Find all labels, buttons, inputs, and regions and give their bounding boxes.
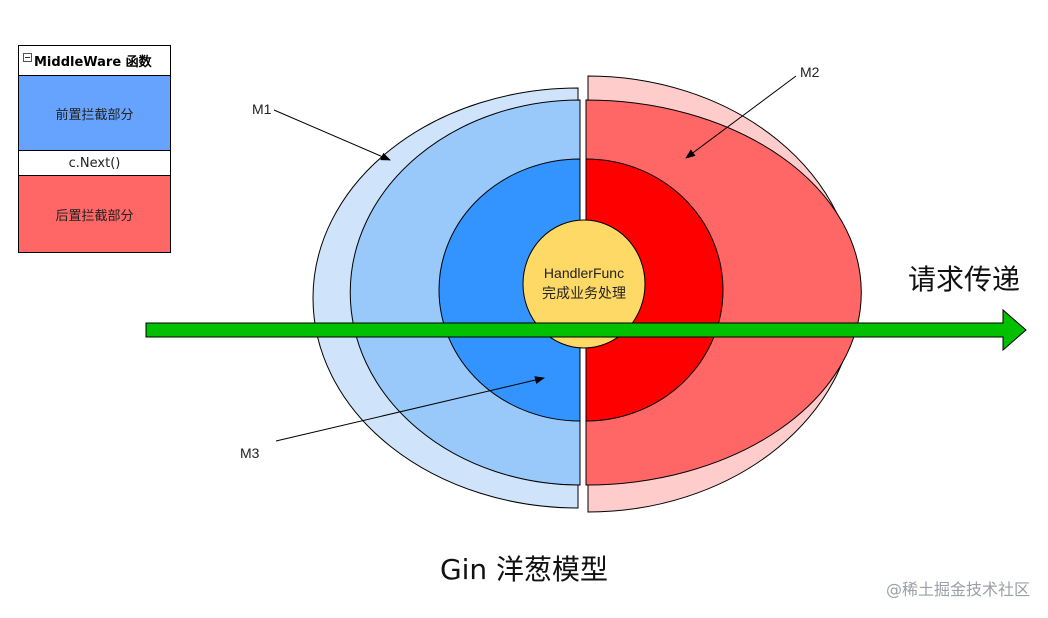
core-label-line2: 完成业务处理 bbox=[542, 286, 626, 302]
legend-row-post-intercept: 后置拦截部分 bbox=[19, 176, 170, 252]
m3-label: M3 bbox=[240, 445, 260, 461]
handler-func-core bbox=[522, 219, 646, 349]
legend-header: MiddleWare 函数 bbox=[19, 46, 170, 76]
m1-pointer-arrow bbox=[273, 109, 391, 161]
middleware-legend: MiddleWare 函数 前置拦截部分 c.Next() 后置拦截部分 bbox=[18, 45, 171, 253]
legend-row-label: 前置拦截部分 bbox=[55, 107, 134, 123]
legend-row-pre-intercept: 前置拦截部分 bbox=[19, 76, 170, 151]
legend-row-label: c.Next() bbox=[68, 155, 121, 171]
collapse-icon[interactable] bbox=[23, 53, 32, 62]
legend-title: MiddleWare 函数 bbox=[34, 55, 152, 70]
watermark: @稀土掘金技术社区 bbox=[885, 580, 1030, 599]
request-arrow-label: 请求传递 bbox=[908, 263, 1020, 296]
legend-row-label: 后置拦截部分 bbox=[55, 208, 134, 224]
inner-ring-right bbox=[585, 158, 724, 422]
legend-row-next-call: c.Next() bbox=[19, 151, 170, 176]
m3-pointer-arrow bbox=[275, 376, 545, 442]
m2-pointer-arrow bbox=[685, 75, 797, 159]
inner-ring-left bbox=[438, 158, 581, 422]
m1-label: M1 bbox=[252, 101, 272, 117]
diagram-title: Gin 洋葱模型 bbox=[439, 553, 609, 586]
core-label-line1: HandlerFunc bbox=[544, 265, 624, 281]
request-arrow bbox=[145, 308, 1027, 352]
m2-label: M2 bbox=[800, 64, 820, 80]
